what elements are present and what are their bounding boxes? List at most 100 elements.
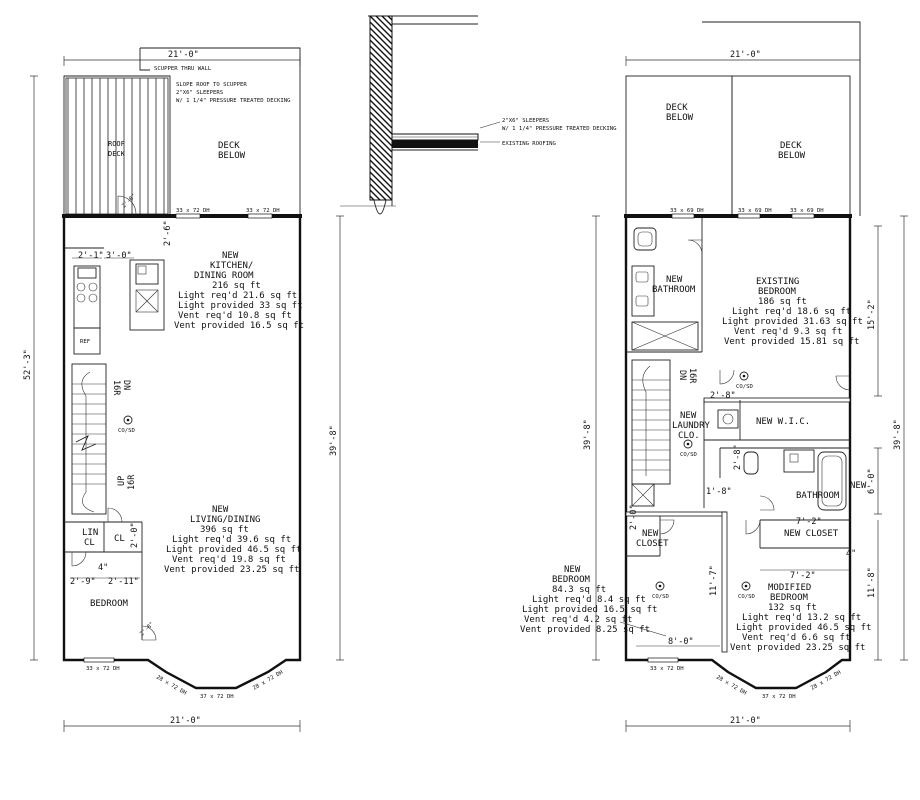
roof-note-3: W/ 1 1/4" PRESSURE TREATED DECKING — [176, 98, 291, 104]
modified-bedroom-line-1: MODIFIED — [768, 583, 811, 593]
right-dim-7-2-top: 7'-2" — [796, 517, 822, 527]
new-bedroom-line-2: BEDROOM — [552, 575, 591, 585]
left-floor-plan: 21'-0" SCUPPER THRU WALL ROOF DECK SLOPE… — [23, 47, 344, 732]
roof-section-detail: 2"X6" SLEEPERS W/ 1 1/4" PRESSURE TREATE… — [340, 15, 617, 215]
right-deck-below-a1: DECK — [666, 103, 688, 113]
existing-bedroom-info: EXISTING BEDROOM 186 sq ft Light req'd 1… — [722, 277, 863, 347]
roof-note-1: SLOPE ROOF TO SCUPPER — [176, 82, 247, 88]
modified-bedroom-line-3: 132 sq ft — [768, 603, 817, 613]
left-bedroom-label: BEDROOM — [90, 599, 129, 609]
new-closet-1-line-2: CLOSET — [636, 539, 669, 549]
living-line-4: Light req'd 39.6 sq ft — [172, 535, 291, 545]
living-line-3: 396 sq ft — [200, 525, 249, 535]
right-dim-7-2: 7'-2" — [790, 571, 816, 581]
right-window-bottom: 33 x 72 DH — [650, 666, 684, 672]
right-bay-left: 28 x 72 DH — [715, 675, 747, 697]
right-window-top-3: 33 x 69 DH — [790, 208, 824, 214]
modified-bedroom-line-5: Light provided 46.5 sq ft — [736, 623, 871, 633]
left-bay-left: 28 x 72 DH — [155, 675, 187, 697]
laundry-line-3: CLO. — [678, 431, 700, 441]
living-line-5: Light provided 46.5 sq ft — [166, 545, 301, 555]
dn-count: 16R — [111, 380, 121, 396]
living-line-6: Vent req'd 19.8 sq ft — [172, 555, 286, 565]
kitchen-room-info: NEW KITCHEN/ DINING ROOM 216 sq ft Light… — [174, 251, 304, 331]
wic-label: NEW W.I.C. — [756, 417, 810, 427]
right-detector-mod: CO/SD — [738, 594, 755, 600]
ref-label: REF — [80, 339, 91, 345]
roof-deck-label-2: DECK — [108, 150, 126, 158]
living-room-info: NEW LIVING/DINING 396 sq ft Light req'd … — [164, 505, 301, 575]
right-dn-label: DN — [677, 370, 687, 380]
living-line-2: LIVING/DINING — [190, 515, 260, 525]
kitchen-line-5: Light req'd 21.6 sq ft — [178, 291, 297, 301]
left-window-top-1: 33 x 72 DH — [176, 208, 210, 214]
left-top-width-dim: 21'-0" — [168, 50, 199, 60]
new-bedroom-line-7: Vent provided 8.25 sq ft — [520, 625, 650, 635]
modified-bedroom-line-2: BEDROOM — [770, 593, 809, 603]
kitchen-line-6: Light provided 33 sq ft — [178, 301, 303, 311]
right-dim-2-8: 2'-8" — [710, 391, 736, 401]
cl-label: CL — [114, 534, 125, 544]
existing-bedroom-line-3: 186 sq ft — [758, 297, 807, 307]
right-detector-top: CO/SD — [736, 384, 753, 390]
new-bedroom-line-3: 84.3 sq ft — [552, 585, 606, 595]
lin-cl-2: CL — [84, 538, 95, 548]
right-window-top-1: 33 x 69 DH — [670, 208, 704, 214]
right-dim-1-8: 1'-8" — [706, 487, 732, 497]
right-bay-center: 37 x 72 DH — [762, 694, 796, 700]
lin-cl-1: LIN — [82, 528, 98, 538]
kitchen-line-1: NEW — [222, 251, 239, 261]
right-dim-2-0: 2'-0" — [629, 504, 639, 530]
left-deck-below-2: BELOW — [218, 151, 246, 161]
right-deck-below-b1: DECK — [780, 141, 802, 151]
existing-bedroom-line-4: Light req'd 18.6 sq ft — [732, 307, 851, 317]
laundry-line-2: LAUNDRY — [672, 421, 711, 431]
right-deck-below-a2: BELOW — [666, 113, 694, 123]
up-count: 16R — [127, 474, 137, 490]
left-interior-depth: 39'-8" — [329, 425, 339, 456]
right-dim-11-7: 11'-7" — [709, 565, 719, 596]
dim-2-6: 2'-6" — [163, 220, 173, 246]
dim-3-0: 3'-0" — [106, 251, 132, 261]
dim-4: 4" — [98, 563, 108, 573]
right-floor-plan: 21'-0" DECK BELOW DECK BELOW 33 x 69 DH … — [520, 21, 908, 732]
modified-bedroom-line-7: Vent provided 23.25 sq ft — [730, 643, 865, 653]
left-bottom-width-dim: 21'-0" — [170, 716, 201, 726]
right-detector-new: CO/SD — [652, 594, 669, 600]
right-bathroom-2-line-2: BATHROOM — [796, 491, 840, 501]
right-dn-count: 16R — [687, 368, 697, 384]
kitchen-line-4: 216 sq ft — [212, 281, 261, 291]
right-top-width-dim: 21'-0" — [730, 50, 761, 60]
kitchen-line-3: DINING ROOM — [194, 271, 254, 281]
existing-bedroom-line-1: EXISTING — [756, 277, 799, 287]
kitchen-line-8: Vent provided 16.5 sq ft — [174, 321, 304, 331]
modified-bedroom-line-4: Light req'd 13.2 sq ft — [742, 613, 861, 623]
right-dim-4: 4" — [846, 549, 856, 559]
dim-2-11: 2'-11" — [108, 577, 139, 587]
existing-bedroom-line-7: Vent provided 15.81 sq ft — [724, 337, 859, 347]
left-detector: CO/SD — [118, 428, 135, 434]
right-bathroom-2-line-1: NEW — [850, 481, 867, 491]
new-bedroom-line-1: NEW — [564, 565, 581, 575]
kitchen-line-2: KITCHEN/ — [210, 261, 253, 271]
right-dim-15-2: 15'-2" — [867, 299, 877, 330]
right-bottom-width-dim: 21'-0" — [730, 716, 761, 726]
right-deck-below-b2: BELOW — [778, 151, 806, 161]
left-bay-center: 37 x 72 DH — [200, 694, 234, 700]
new-closet-1-line-1: NEW — [642, 529, 659, 539]
right-dim-2-8b: 2'-8" — [733, 444, 743, 470]
up-label: UP — [117, 476, 127, 486]
new-closet-2: NEW CLOSET — [784, 529, 839, 539]
existing-bedroom-line-2: BEDROOM — [758, 287, 797, 297]
roof-deck-label-1: ROOF — [108, 140, 125, 148]
new-bedroom-info: NEW BEDROOM 84.3 sq ft Light req'd 8.4 s… — [520, 565, 657, 635]
new-bedroom-line-4: Light req'd 8.4 sq ft — [532, 595, 646, 605]
right-window-top-2: 33 x 69 DH — [738, 208, 772, 214]
right-bathroom-1-line-2: BATHROOM — [652, 285, 696, 295]
dn-label: DN — [121, 380, 131, 390]
existing-bedroom-line-5: Light provided 31.63 sq ft — [722, 317, 863, 327]
left-overall-depth: 52'-3" — [23, 349, 33, 380]
right-interior-depth-left: 39'-8" — [583, 419, 593, 450]
living-line-7: Vent provided 23.25 sq ft — [164, 565, 299, 575]
right-interior-depth-right: 39'-8" — [893, 419, 903, 450]
